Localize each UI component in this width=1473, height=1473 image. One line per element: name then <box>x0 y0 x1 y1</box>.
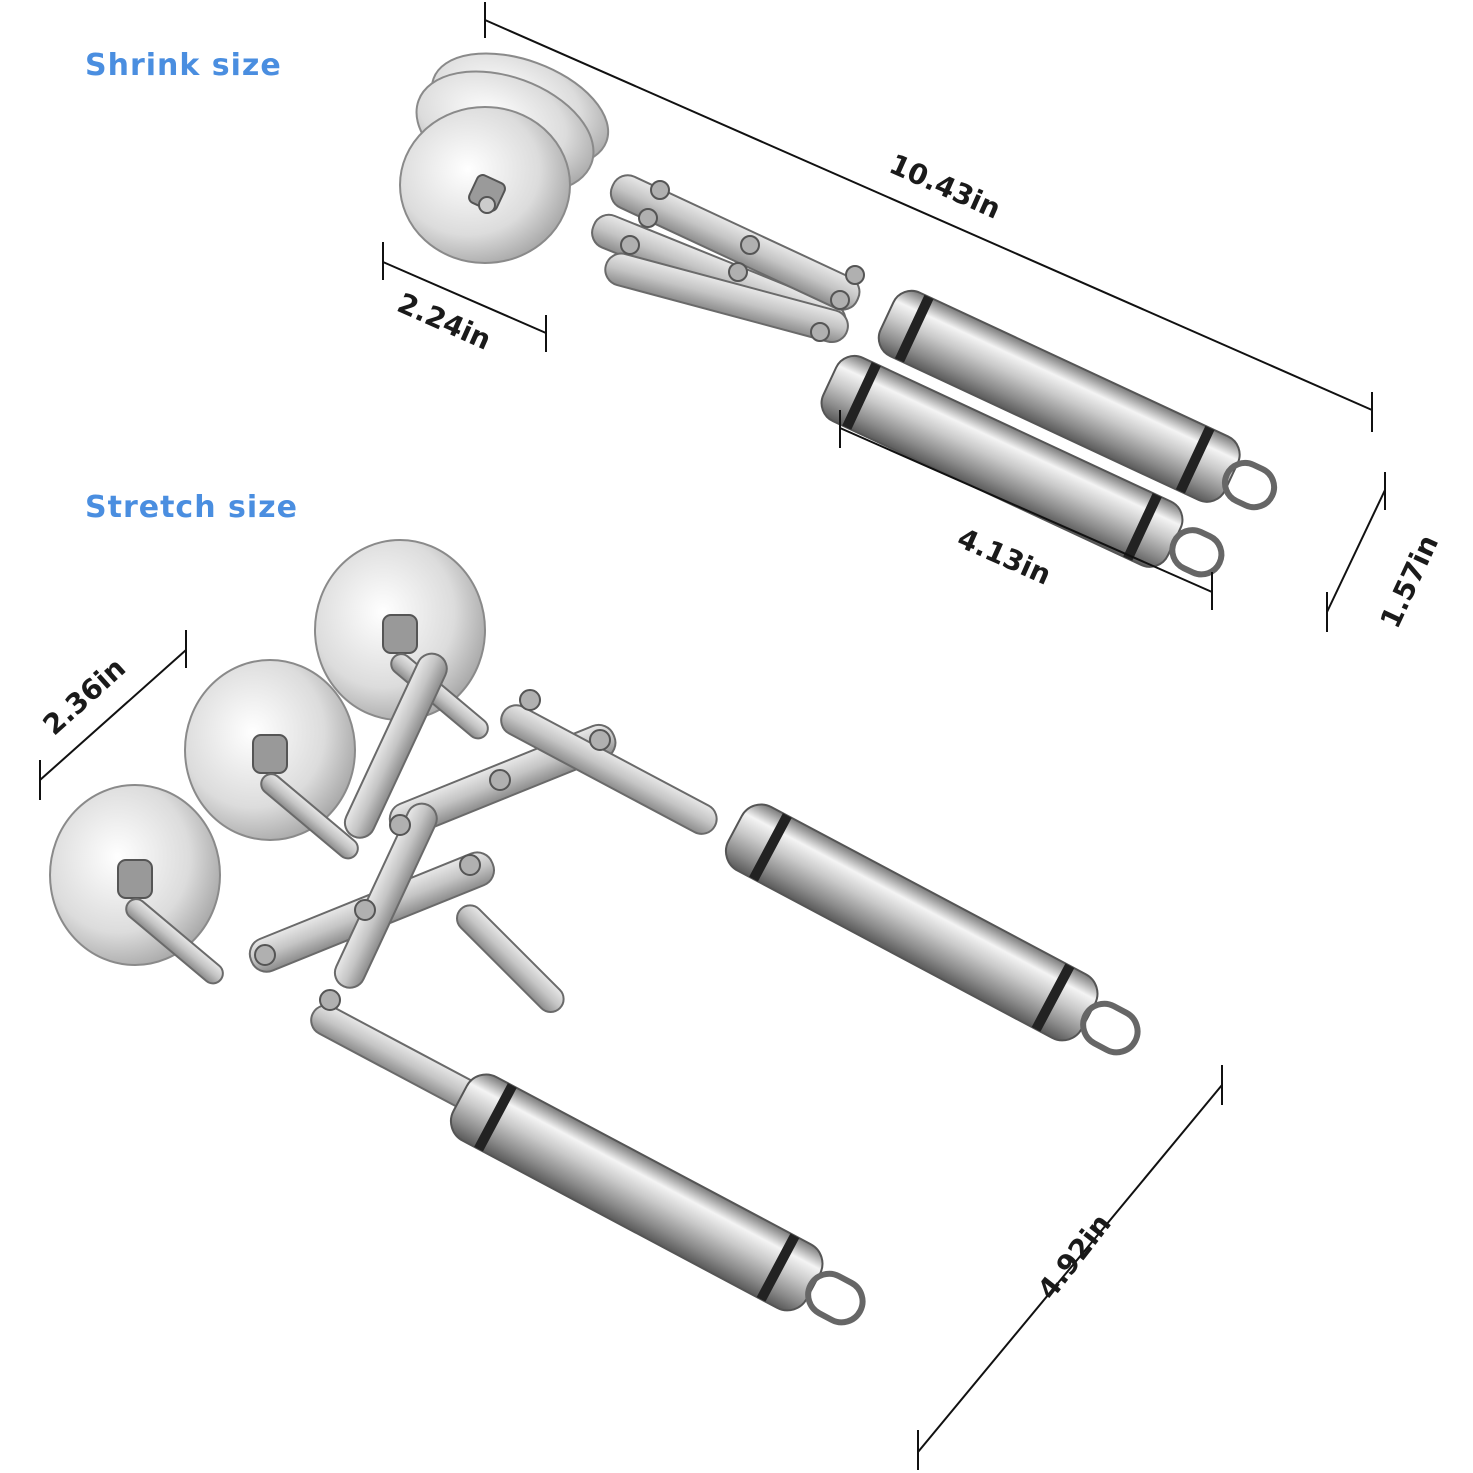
shrink-size-label: Shrink size <box>85 48 282 83</box>
dimension-lines <box>39 2 1386 1470</box>
pizza-cutter-closed-icon <box>399 52 1278 578</box>
pizza-cutter-open-icon <box>49 539 1141 1326</box>
stretch-size-label: Stretch size <box>85 490 298 525</box>
